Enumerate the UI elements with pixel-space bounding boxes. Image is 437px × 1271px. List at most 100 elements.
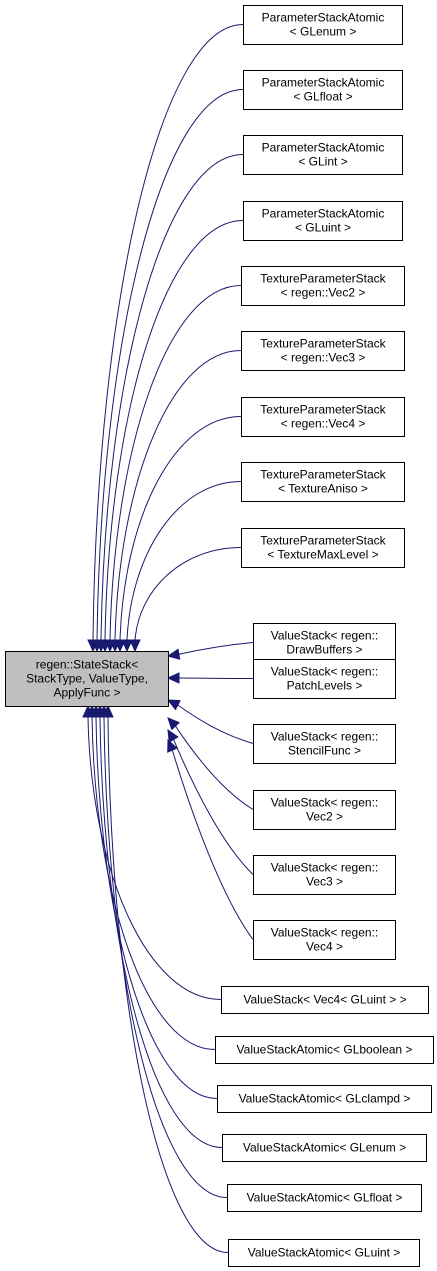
class-node-valuestack-regen-drawbuffers-label-line-1: ValueStack< regen:: (271, 629, 379, 643)
class-node-textureparameterstack-regen-vec2-box (241, 266, 405, 306)
class-node-base-statestack-label-line-1: regen::StateStack< (36, 658, 138, 672)
class-node-valuestackatomic-glclampd-label-line-1: ValueStackAtomic< GLclampd > (239, 1092, 411, 1106)
inheritance-arrowhead-14 (167, 728, 179, 743)
class-node-valuestackatomic-glfloat[interactable]: ValueStackAtomic< GLfloat > (227, 1184, 422, 1212)
class-node-textureparameterstack-regen-vec3-label-line-1: TextureParameterStack (260, 337, 386, 351)
inheritance-arrowhead-10 (166, 648, 181, 660)
class-node-valuestack-regen-stencilfunc[interactable]: ValueStack< regen::StencilFunc > (253, 724, 396, 764)
class-node-base-statestack[interactable]: regen::StateStack<StackType, ValueType,A… (5, 651, 169, 707)
class-node-textureparameterstack-regen-vec4-label-line-1: TextureParameterStack (260, 403, 386, 417)
class-node-base-statestack-label-line-3: ApplyFunc > (53, 686, 120, 700)
class-node-parameterstackatomic-glfloat-label-line-1: ParameterStackAtomic (262, 76, 385, 90)
class-node-parameterstackatomic-glenum-label-line-2: < GLenum > (290, 25, 357, 39)
class-node-textureparameterstack-textureaniso-label-line-2: < TextureAniso > (278, 482, 368, 496)
inheritance-edge-18 (95, 716, 218, 1099)
class-node-parameterstackatomic-glfloat-label-line-2: < GLfloat > (293, 90, 352, 104)
class-node-valuestackatomic-glenum[interactable]: ValueStackAtomic< GLenum > (222, 1134, 427, 1162)
inheritance-edge-15 (171, 749, 254, 940)
class-node-valuestackatomic-glboolean[interactable]: ValueStackAtomic< GLboolean > (215, 1036, 434, 1064)
class-node-parameterstackatomic-glint-box (243, 135, 403, 175)
inheritance-arrowhead-15 (167, 738, 178, 753)
class-node-valuestackatomic-glfloat-box (227, 1184, 422, 1212)
class-node-textureparameterstack-regen-vec3[interactable]: TextureParameterStack< regen::Vec3 > (241, 331, 405, 371)
class-node-base-statestack-label-line-2: StackType, ValueType, (26, 672, 148, 686)
class-node-valuestackatomic-glenum-box (222, 1134, 427, 1162)
class-node-valuestackatomic-glenum-label-line-1: ValueStackAtomic< GLenum > (243, 1141, 406, 1155)
class-node-textureparameterstack-texturemaxlevel-label-line-1: TextureParameterStack (260, 534, 386, 548)
class-node-parameterstackatomic-glfloat-box (243, 70, 403, 110)
class-node-valuestackatomic-glclampd[interactable]: ValueStackAtomic< GLclampd > (217, 1085, 432, 1113)
class-node-valuestack-regen-stencilfunc-label-line-2: StencilFunc > (288, 744, 361, 758)
class-node-parameterstackatomic-glenum[interactable]: ParameterStackAtomic< GLenum > (243, 5, 403, 45)
inheritance-arrowhead-9 (129, 639, 141, 653)
class-node-valuestackatomic-glboolean-box (215, 1036, 434, 1064)
inheritance-edge-3 (100, 154, 244, 641)
class-node-parameterstackatomic-glint-label-line-1: ParameterStackAtomic (262, 141, 385, 155)
class-node-parameterstackatomic-gluint[interactable]: ParameterStackAtomic< GLuint > (243, 201, 403, 241)
inheritance-edges (82, 24, 254, 1253)
inheritance-edge-1 (92, 24, 244, 641)
inheritance-edge-6 (114, 350, 242, 641)
inheritance-edge-20 (103, 716, 228, 1198)
class-node-valuestackatomic-glclampd-box (217, 1085, 432, 1113)
inheritance-edge-17 (91, 716, 216, 1050)
inheritance-edge-11 (178, 677, 254, 679)
class-node-valuestack-regen-patchlevels-label-line-1: ValueStack< regen:: (271, 665, 379, 679)
class-node-valuestack-regen-drawbuffers-label-line-2: DrawBuffers > (286, 643, 362, 657)
class-node-valuestack-regen-patchlevels-box (253, 659, 396, 699)
class-node-textureparameterstack-texturemaxlevel-box (241, 528, 405, 568)
class-node-valuestack-vec4-gluint-label-line-1: ValueStack< Vec4< GLuint > > (243, 993, 406, 1007)
class-node-parameterstackatomic-glint-label-line-2: < GLint > (298, 155, 347, 169)
class-node-valuestack-regen-vec2-label-line-1: ValueStack< regen:: (271, 796, 379, 810)
class-node-textureparameterstack-regen-vec4[interactable]: TextureParameterStack< regen::Vec4 > (241, 397, 405, 437)
class-node-textureparameterstack-textureaniso-box (241, 462, 405, 502)
inheritance-edge-10 (178, 642, 254, 655)
class-node-parameterstackatomic-glint[interactable]: ParameterStackAtomic< GLint > (243, 135, 403, 175)
class-node-valuestack-regen-vec3[interactable]: ValueStack< regen::Vec3 > (253, 855, 396, 895)
class-node-textureparameterstack-texturemaxlevel[interactable]: TextureParameterStack< TextureMaxLevel > (241, 528, 405, 568)
inheritance-edge-2 (96, 89, 244, 641)
class-node-valuestack-regen-vec3-box (253, 855, 396, 895)
inheritance-edge-21 (107, 716, 229, 1253)
class-node-textureparameterstack-regen-vec3-box (241, 331, 405, 371)
class-node-textureparameterstack-textureaniso[interactable]: TextureParameterStack< TextureAniso > (241, 462, 405, 502)
class-nodes: ParameterStackAtomic< GLenum >ParameterS… (5, 5, 434, 1267)
class-node-textureparameterstack-texturemaxlevel-label-line-2: < TextureMaxLevel > (267, 548, 378, 562)
class-node-textureparameterstack-regen-vec4-box (241, 397, 405, 437)
inheritance-edge-8 (126, 481, 242, 641)
inheritance-edge-4 (104, 220, 244, 641)
class-node-valuestack-regen-vec4-label-line-2: Vec4 > (306, 940, 343, 954)
class-node-textureparameterstack-regen-vec3-label-line-2: < regen::Vec3 > (281, 351, 366, 365)
class-node-valuestackatomic-glfloat-label-line-1: ValueStackAtomic< GLfloat > (247, 1191, 403, 1205)
class-node-valuestackatomic-gluint-label-line-1: ValueStackAtomic< GLuint > (248, 1246, 401, 1260)
inheritance-edge-16 (87, 716, 222, 1000)
class-node-valuestack-regen-vec4-box (253, 920, 396, 960)
class-node-valuestack-vec4-gluint[interactable]: ValueStack< Vec4< GLuint > > (221, 986, 429, 1014)
class-node-parameterstackatomic-glenum-box (243, 5, 403, 45)
class-node-valuestack-regen-patchlevels[interactable]: ValueStack< regen::PatchLevels > (253, 659, 396, 699)
inheritance-arrowhead-21 (102, 704, 114, 718)
class-node-valuestack-regen-drawbuffers[interactable]: ValueStack< regen::DrawBuffers > (253, 623, 396, 663)
class-node-textureparameterstack-regen-vec2[interactable]: TextureParameterStack< regen::Vec2 > (241, 266, 405, 306)
class-node-valuestack-regen-vec3-label-line-2: Vec3 > (306, 875, 343, 889)
class-node-valuestack-regen-vec2[interactable]: ValueStack< regen::Vec2 > (253, 790, 396, 830)
class-node-parameterstackatomic-gluint-box (243, 201, 403, 241)
inheritance-edge-14 (173, 739, 254, 875)
inheritance-edge-12 (177, 704, 254, 744)
inheritance-edge-5 (109, 285, 242, 641)
class-node-parameterstackatomic-glfloat[interactable]: ParameterStackAtomic< GLfloat > (243, 70, 403, 110)
inheritance-edge-9 (134, 547, 242, 641)
class-node-valuestack-regen-drawbuffers-box (253, 623, 396, 663)
class-node-textureparameterstack-regen-vec2-label-line-1: TextureParameterStack (260, 272, 386, 286)
class-node-parameterstackatomic-gluint-label-line-1: ParameterStackAtomic (262, 207, 385, 221)
inheritance-arrowhead-13 (167, 717, 181, 731)
class-node-valuestack-regen-patchlevels-label-line-2: PatchLevels > (287, 679, 363, 693)
class-node-parameterstackatomic-gluint-label-line-2: < GLuint > (295, 221, 351, 235)
class-node-valuestack-regen-vec4[interactable]: ValueStack< regen::Vec4 > (253, 920, 396, 960)
class-node-valuestackatomic-gluint[interactable]: ValueStackAtomic< GLuint > (228, 1239, 420, 1267)
inheritance-edge-19 (99, 716, 223, 1148)
class-node-valuestack-regen-vec2-label-line-2: Vec2 > (306, 810, 343, 824)
inheritance-edge-13 (175, 725, 254, 810)
class-node-valuestackatomic-glboolean-label-line-1: ValueStackAtomic< GLboolean > (237, 1043, 413, 1057)
inheritance-arrowhead-8 (121, 639, 133, 653)
